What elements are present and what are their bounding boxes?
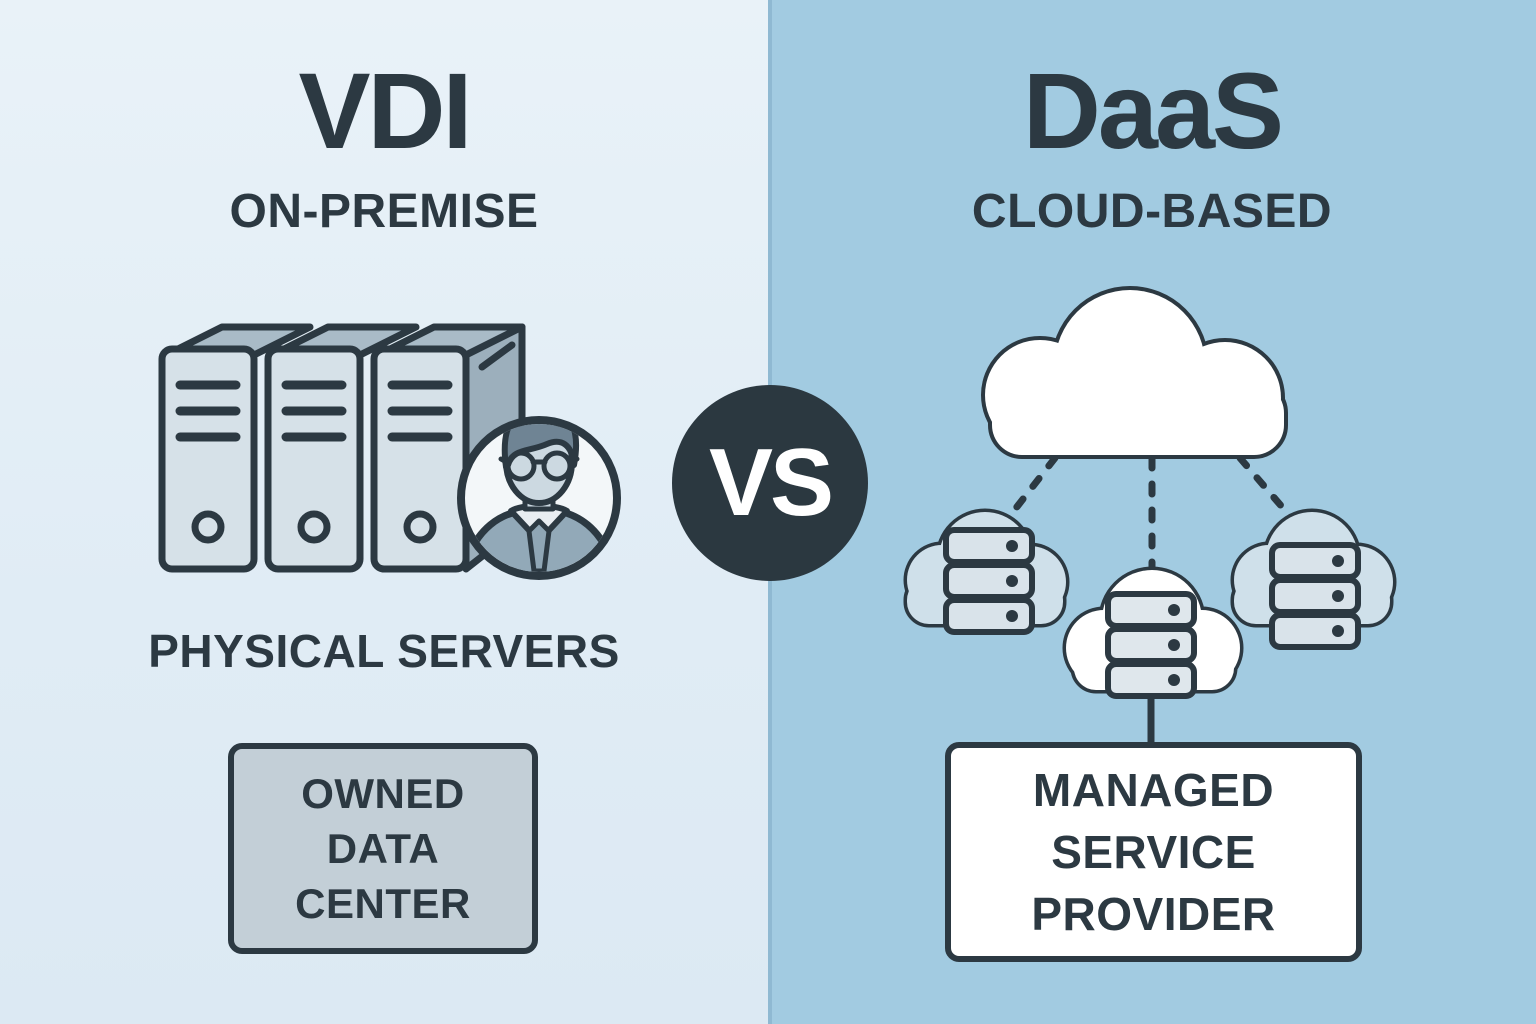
vdi-title: VDI xyxy=(298,50,472,171)
admin-avatar-icon xyxy=(457,416,621,580)
box-line: CENTER xyxy=(295,880,471,927)
managed-service-provider-box: MANAGED SERVICE PROVIDER xyxy=(945,742,1362,962)
daas-subtitle: CLOUD-BASED xyxy=(971,185,1333,238)
server-stack-icon xyxy=(943,527,1035,635)
cloud-network-icon xyxy=(903,286,1397,755)
box-line: PROVIDER xyxy=(1031,888,1276,940)
server-towers-admin-icon xyxy=(158,323,621,580)
dashed-link-lines xyxy=(998,454,1299,584)
box-line: MANAGED xyxy=(1032,764,1275,816)
server-stack-icon xyxy=(1105,591,1197,699)
box-line: OWNED xyxy=(301,770,465,817)
vdi-subtitle: ON-PREMISE xyxy=(229,185,539,238)
main-cloud-icon xyxy=(981,286,1288,459)
server-tower-icon xyxy=(264,323,420,573)
server-stack-icon xyxy=(1269,542,1361,650)
server-tower-icon xyxy=(158,323,314,573)
daas-title: DaaS xyxy=(1022,50,1284,171)
box-line: DATA xyxy=(326,825,440,872)
box-line: SERVICE xyxy=(1051,826,1256,878)
vs-circle-badge: VS xyxy=(672,385,868,581)
vs-label: VS xyxy=(708,429,834,536)
physical-servers-caption: PHYSICAL SERVERS xyxy=(148,625,620,677)
owned-data-center-box: OWNED DATA CENTER xyxy=(228,743,538,954)
